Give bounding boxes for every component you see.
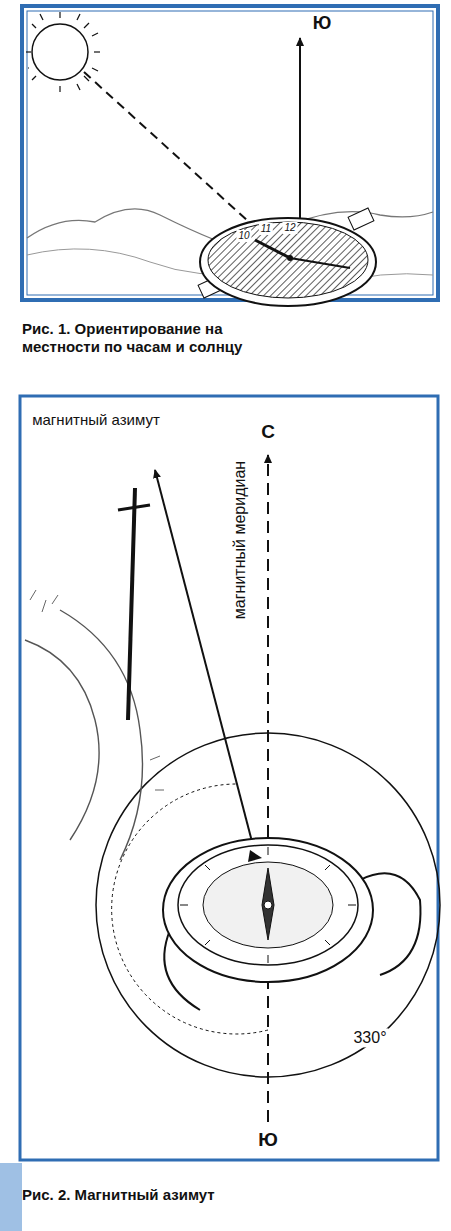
figure-label: Ю — [258, 1129, 278, 1152]
figure-label: 12 — [282, 222, 297, 234]
figure-label: магнитный азимут — [30, 411, 162, 429]
figure-caption: Рис. 2. Магнитный азимут — [22, 1186, 282, 1204]
vertical-label: магнитный меридиан — [230, 461, 249, 619]
figure-label: С — [261, 421, 275, 444]
figure-caption: Рис. 1. Ориентирование на местности по ч… — [22, 320, 282, 356]
figure-label: 10 — [236, 230, 251, 242]
figure-label: 330° — [351, 1028, 388, 1047]
figure-label: Ю — [313, 13, 332, 35]
figure-label: 11 — [259, 223, 273, 235]
